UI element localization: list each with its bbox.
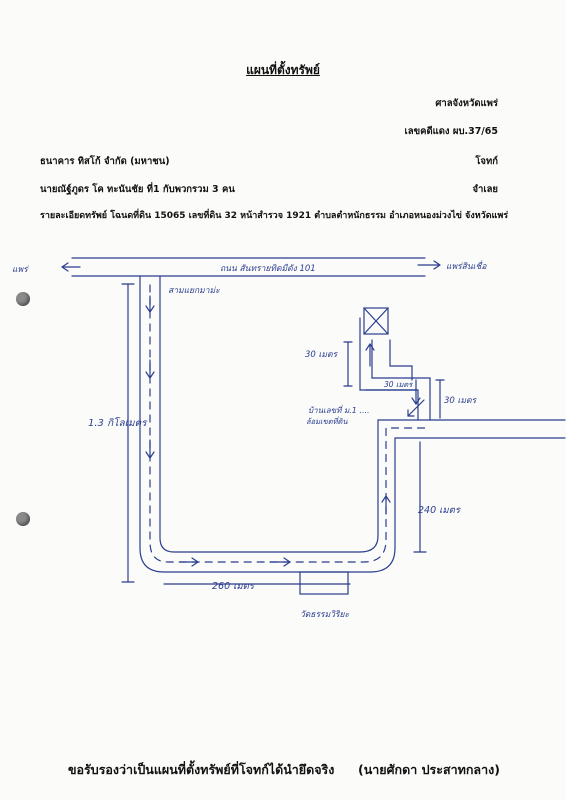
lane-outer-edge	[139, 275, 566, 573]
road-name-label: ถนน สันทรายทิดมีดัง 101	[220, 263, 316, 274]
punch-hole-bottom	[16, 512, 30, 526]
dim-left	[121, 283, 135, 583]
plaintiff-role: โจทก์	[475, 156, 498, 167]
defendant-name: นายณัฐ์ภูดร โค ทะนันชัย ที่1 กับพวกรวม 3…	[40, 184, 235, 195]
dist-mid-label: 30 เมตร	[384, 380, 413, 389]
arrow-right-end	[417, 260, 441, 270]
dim-30-1	[343, 341, 353, 387]
signer-name: (นายศักดา ประสาทกลาง)	[358, 762, 500, 777]
page-title: แผนที่ตั้งทรัพย์	[246, 63, 320, 77]
dist-top-inner-label: 30 เมตร	[305, 350, 339, 360]
temple-box	[299, 571, 349, 595]
certification-text: ขอรับรองว่าเป็นแผนที่ตั้งทรัพย์ที่โจทก์ไ…	[68, 762, 335, 777]
temple-label: วัดธรรมวิริยะ	[300, 610, 350, 620]
arrow-to-lane	[407, 399, 425, 417]
dim-30-3	[435, 379, 445, 419]
lane-inner-edge	[159, 275, 566, 553]
arrow-left-end	[61, 262, 81, 272]
property-detail: รายละเอียดทรัพย์ โฉนดที่ดิน 15065 เลขที่…	[40, 211, 509, 221]
court-name: ศาลจังหวัดแพร่	[435, 98, 498, 109]
bottom-distance-label: 260 เมตร	[212, 581, 256, 592]
side-lane-outer	[359, 317, 419, 421]
arrow-right-2	[269, 557, 292, 567]
right-end-label: แพร่สินเชื่อ	[446, 260, 487, 272]
right-distance-label: 240 เมตร	[418, 505, 462, 516]
arrow-down-3	[145, 439, 155, 460]
house-label-1: บ้านเลขที่ ม.1 ....	[308, 404, 370, 415]
case-number: เลขคดีแดง ผบ.37/65	[404, 126, 498, 137]
dim-right	[413, 441, 427, 553]
plaintiff-name: ธนาคาร ทิสโก้ จำกัด (มหาชน)	[40, 156, 170, 167]
arrow-right-1	[179, 557, 200, 567]
house-label-2: ล้อมเขตที่ดิน	[306, 416, 348, 426]
arrow-down-side	[411, 379, 421, 406]
left-end-label: แพร่	[12, 265, 29, 275]
arrow-down-1	[145, 295, 155, 314]
dist-right-small-label: 30 เมตร	[444, 396, 478, 406]
lane-center-line	[149, 284, 431, 563]
arrow-up-1	[381, 494, 391, 515]
side-lane-inner	[371, 339, 431, 421]
punch-hole-top	[16, 292, 30, 306]
property-box	[363, 307, 389, 335]
junction-label: สามแยกมาม่ะ	[168, 286, 220, 296]
arrow-up-side	[365, 342, 375, 367]
defendant-role: จำเลย	[472, 184, 498, 195]
side-lane-back	[389, 339, 413, 381]
left-distance-label: 1.3 กิโลเมตร	[88, 417, 148, 429]
arrow-down-2	[145, 359, 155, 380]
